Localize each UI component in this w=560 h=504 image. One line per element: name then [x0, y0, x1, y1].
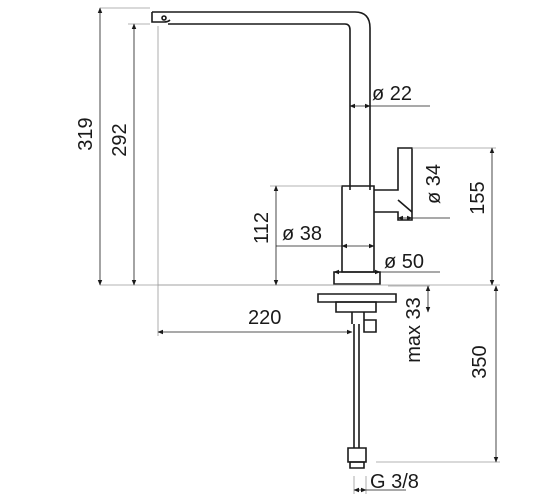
label-handle-diameter: ø 34 [423, 164, 445, 204]
label-body-diameter: ø 38 [282, 223, 322, 245]
label-thread: G 3/8 [370, 471, 419, 493]
label-handle-height: 155 [467, 181, 489, 214]
handle-tip [397, 199, 413, 213]
fixing-nut [335, 301, 377, 313]
label-deck-thickness: max 33 [403, 297, 425, 363]
label-pipe-diameter: ø 22 [372, 83, 412, 105]
spout-pipe [152, 11, 371, 190]
spout-outlet [151, 12, 171, 23]
label-body-height: 112 [251, 212, 273, 244]
hose [353, 324, 360, 448]
mixer-handle [374, 147, 413, 221]
deck-plate [317, 293, 397, 303]
dimension-labels: 319 292 ø 22 ø 34 155 112 ø 38 ø 50 220 … [75, 83, 491, 493]
faucet-outline [151, 11, 413, 469]
label-hose-length: 350 [469, 345, 491, 378]
extension-lines [100, 7, 500, 494]
label-spout-height: 292 [109, 123, 131, 156]
label-base-diameter: ø 50 [384, 251, 424, 273]
dimension-lines [97, 7, 499, 493]
hose-connector-thread [349, 461, 365, 469]
outlet-nozzle [161, 15, 167, 21]
label-spout-reach: 220 [248, 307, 281, 329]
threaded-stud [351, 312, 377, 333]
mixer-base [333, 271, 381, 285]
spout-pipe-inner [168, 23, 351, 190]
label-total-height: 319 [75, 117, 97, 150]
hose-connector [347, 447, 367, 463]
mixer-body [341, 185, 375, 273]
